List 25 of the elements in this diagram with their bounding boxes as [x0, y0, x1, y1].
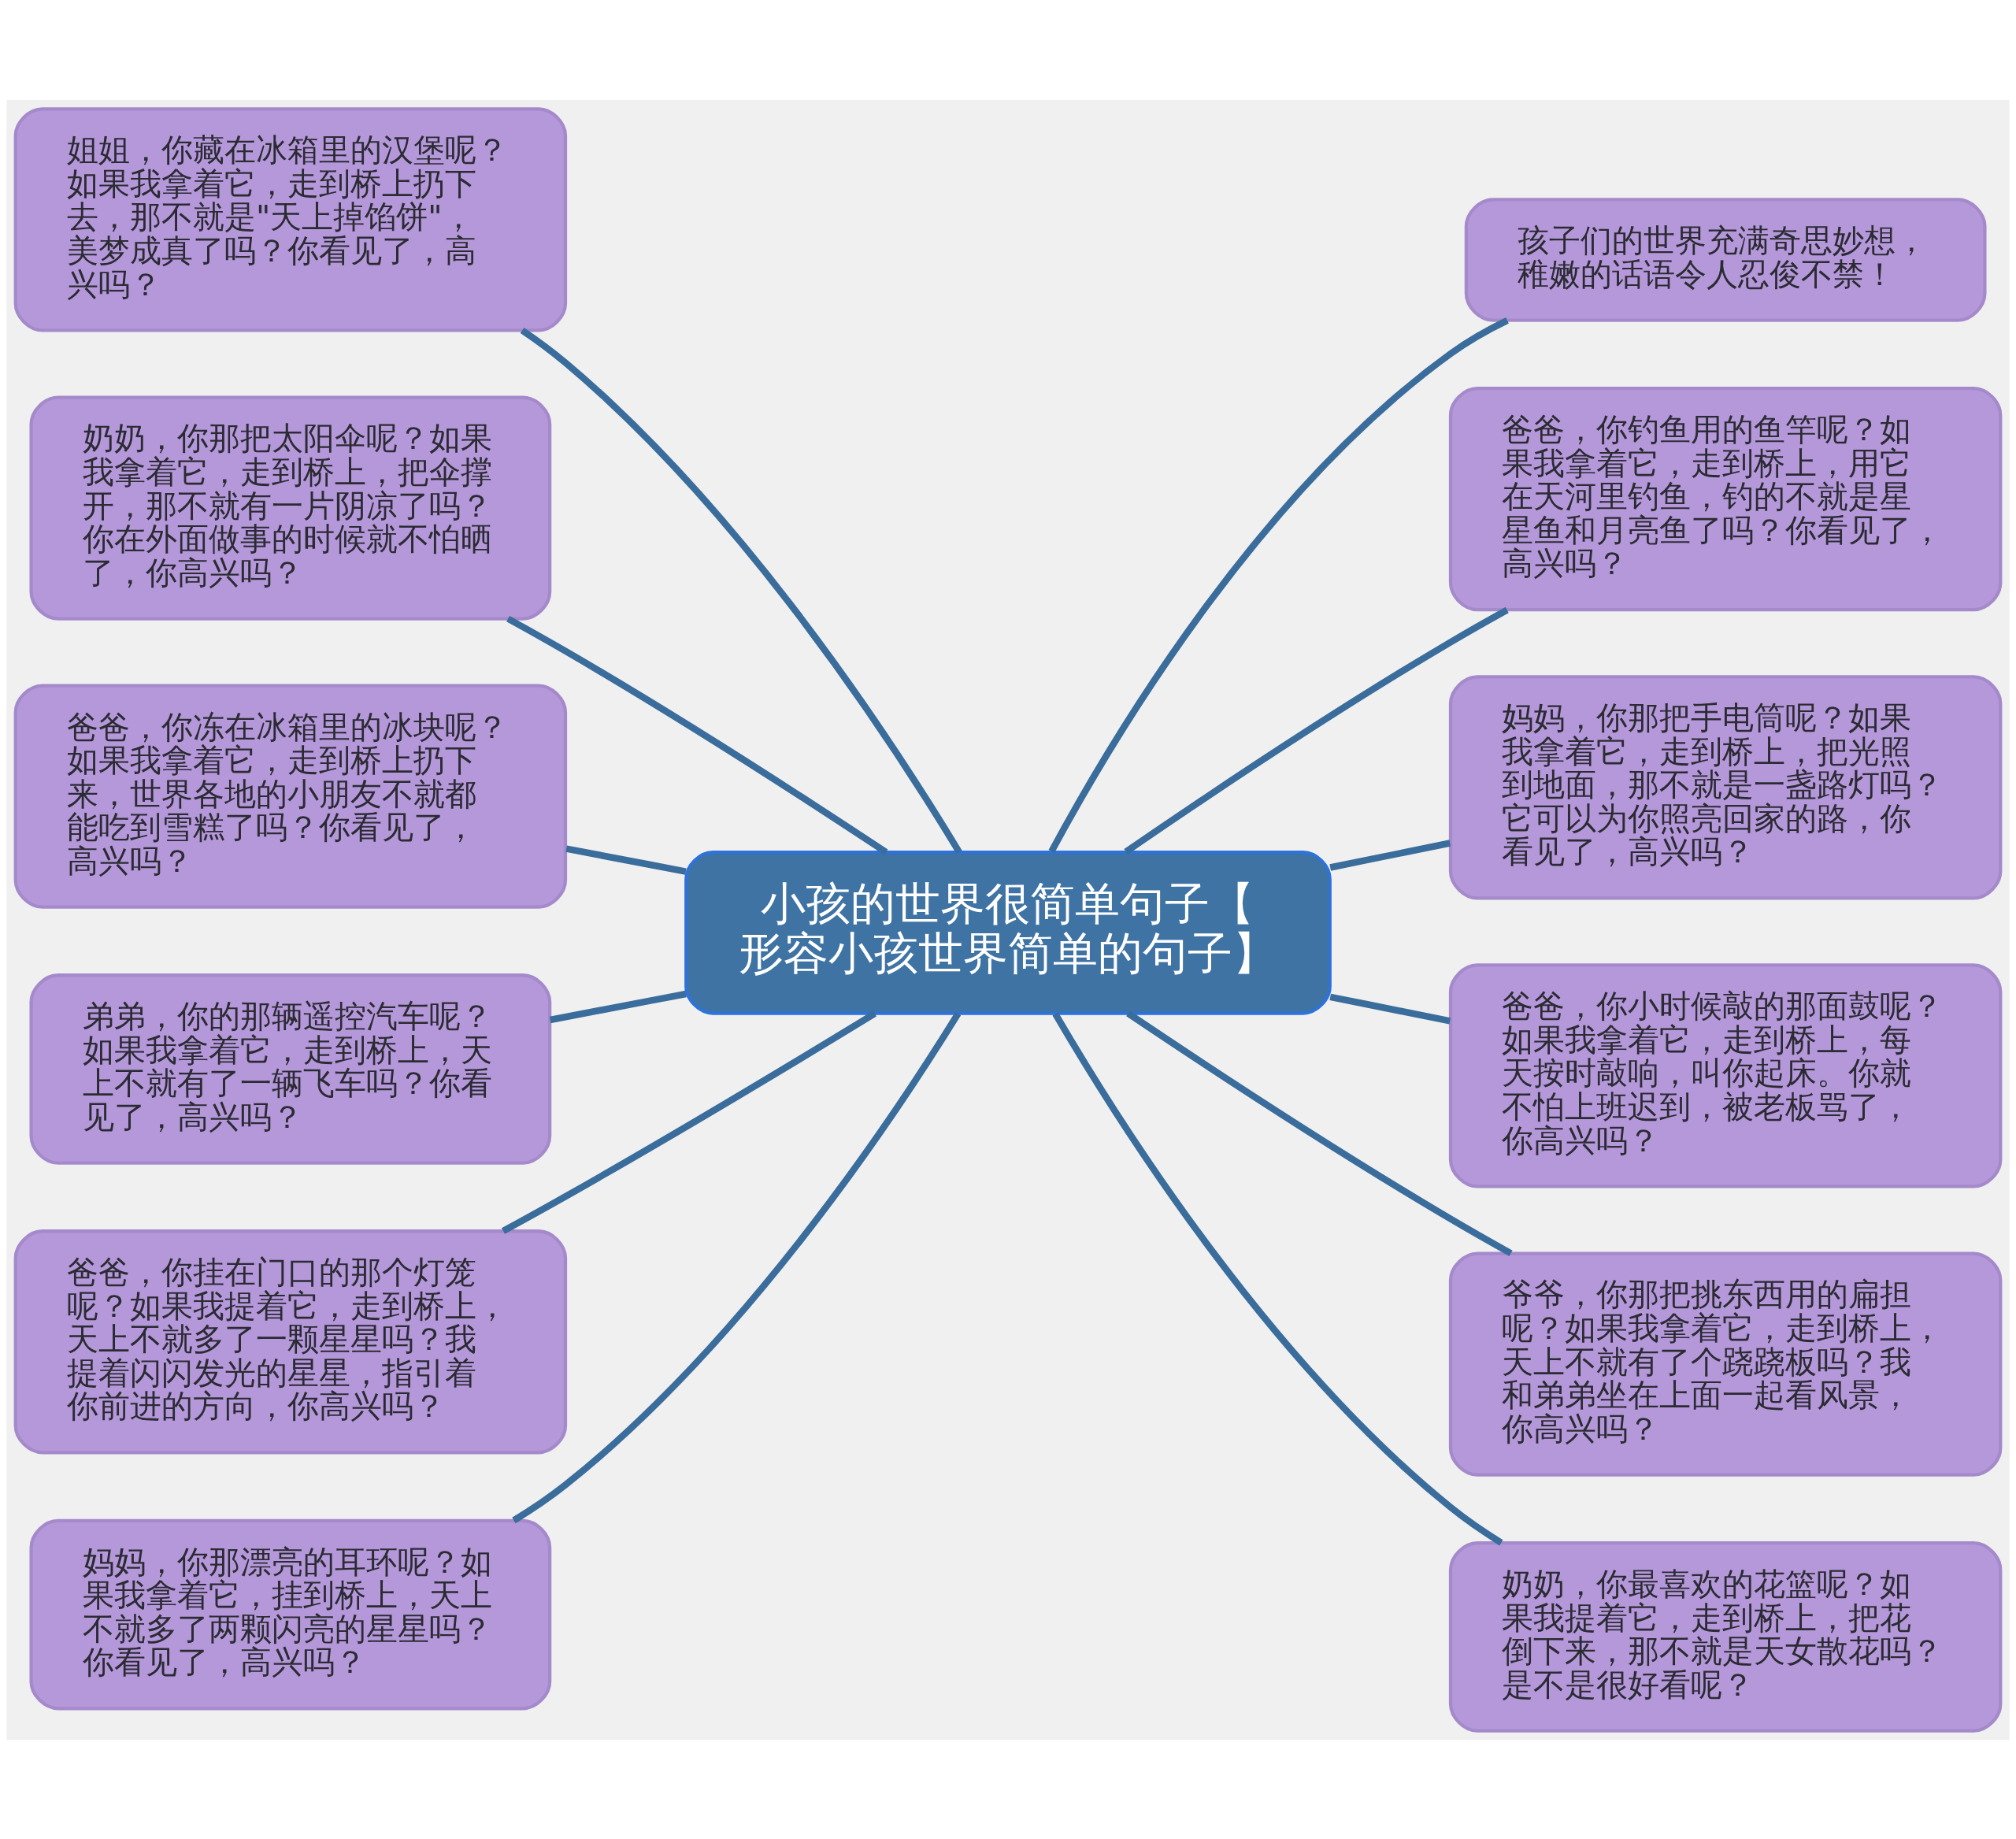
node-box: 奶奶，你那把太阳伞呢？如果我拿着它，走到桥上，把伞撑开，那不就有一片阴凉了吗？你在外面做事的时候就不怕晒了，你高兴吗？	[29, 395, 552, 621]
node-box: 妈妈，你那漂亮的耳环呢？如果我拿着它，挂到桥上，天上不就多了两颗闪亮的星星吗？你看见了，高兴吗？	[29, 1518, 552, 1710]
node-box: 爸爸，你钓鱼用的鱼竿呢？如果我拿着它，走到桥上，用它在天河里钓鱼，钓的不就是星星鱼和月亮鱼了吗？你看见了，高兴吗？	[1448, 386, 2003, 611]
connector	[1048, 317, 1509, 853]
connector	[1329, 993, 1451, 1025]
node-box: 爷爷，你那把挑东西用的扁担呢？如果我拿着它，走到桥上，天上不就有了个跷跷板吗？我和弟弟坐在上面一起看风景，你高兴吗？	[1448, 1251, 2003, 1477]
node-box: 爸爸，你冻在冰箱里的冰块呢？如果我拿着它，走到桥上扔下来，世界各地的小朋友不就都能吃到雪糕了吗？你看见了，高兴吗？	[13, 684, 568, 909]
node-box: 奶奶，你最喜欢的花篮呢？如果我提着它，走到桥上，把花倒下来，那不就是天女散花吗？是不是很好看呢？	[1448, 1541, 2003, 1733]
connector	[565, 844, 687, 875]
node-box: 妈妈，你那把手电筒呢？如果我拿着它，走到桥上，把光照到地面，那不就是一盏路灯吗？它可以为你照亮回家的路，你看见了，高兴吗？	[1448, 674, 2003, 899]
connector	[549, 990, 687, 1023]
connector	[1052, 1011, 1503, 1545]
node-box: 爸爸，你挂在门口的那个灯笼呢？如果我提着它，走到桥上，天上不就多了一颗星星吗？我提着闪闪发光的星星，指引着你前进的方向，你高兴吗？	[13, 1229, 568, 1454]
node-box: 小孩的世界很简单句子【形容小孩世界简单的句子】	[684, 850, 1332, 1015]
node-box: 弟弟，你的那辆遥控汽车呢？如果我拿着它，走到桥上，天上不就有了一辆飞车吗？你看见了，高兴吗？	[29, 973, 552, 1165]
node-box: 孩子们的世界充满奇思妙想，稚嫩的话语令人忍俊不禁！	[1464, 197, 1987, 322]
connector	[1126, 1010, 1513, 1256]
node-box: 姐姐，你藏在冰箱里的汉堡呢？如果我拿着它，走到桥上扔下去，那不就是"天上掉馅饼"，美梦成真了吗？你看见了，高兴吗？	[13, 106, 568, 332]
connector	[512, 1011, 962, 1523]
node-box: 爸爸，你小时候敲的那面鼓呢？如果我拿着它，走到桥上，每天按时敲响，叫你起床。你就不怕上班迟到，被老板骂了，你高兴吗？	[1448, 962, 2003, 1188]
connector	[501, 1010, 877, 1234]
connector	[506, 615, 888, 855]
connector	[1329, 839, 1451, 871]
connector	[520, 327, 962, 854]
connector	[1124, 606, 1509, 855]
